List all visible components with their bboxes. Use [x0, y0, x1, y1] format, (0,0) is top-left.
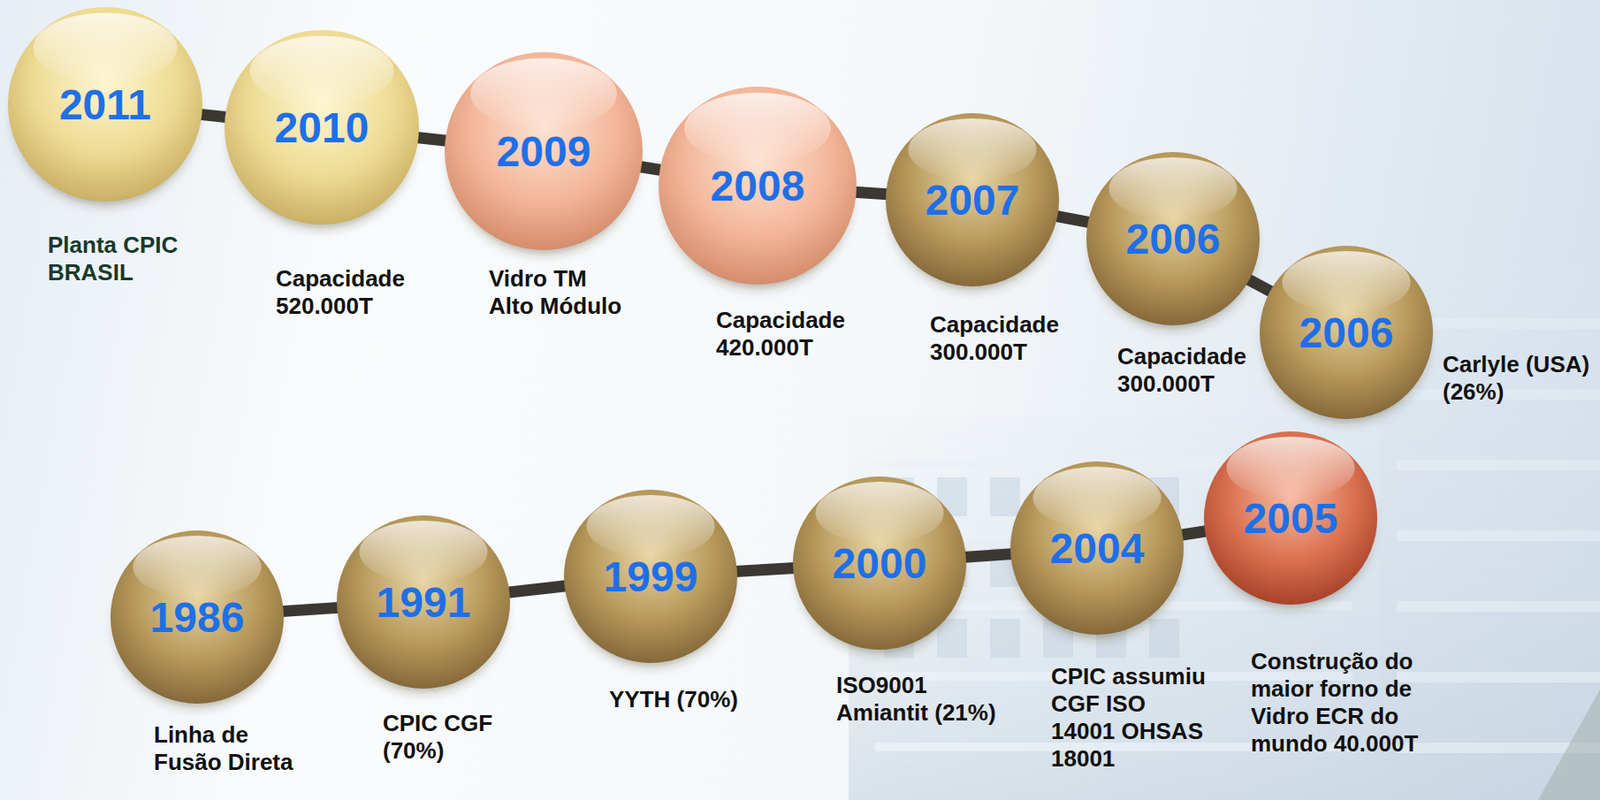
year-label: 2009 — [444, 52, 643, 251]
timeline-connector — [1247, 279, 1272, 293]
timeline-circle: 2007Capacidade 300.000T — [885, 113, 1060, 287]
timeline-connector — [640, 167, 663, 171]
year-text: 2009 — [496, 127, 592, 176]
year-text: 2010 — [274, 103, 370, 153]
year-label: 2000 — [792, 476, 967, 650]
year-text: 2000 — [832, 539, 928, 588]
event-caption: Carlyle (USA) (26%) — [1442, 350, 1595, 406]
year-label: 2006 — [1086, 152, 1260, 326]
event-caption: CPIC CGF (70%) — [382, 709, 507, 765]
year-label: 2011 — [7, 7, 203, 202]
event-caption: Capacidade 300.000T — [929, 311, 1076, 366]
event-caption: Construção do maior forno de Vidro ECR d… — [1250, 647, 1421, 758]
year-label: 2010 — [224, 30, 420, 225]
timeline-circle: 2006Carlyle (USA) (26%) — [1259, 245, 1433, 420]
event-caption: Capacidade 300.000T — [1117, 342, 1259, 398]
event-caption: Capacidade 520.000T — [275, 265, 418, 320]
event-caption: YYTH (70%) — [609, 685, 786, 714]
event-caption: Planta CPIC BRASIL — [47, 231, 203, 287]
year-text: 1999 — [603, 552, 699, 602]
year-label: 1999 — [563, 489, 738, 663]
timeline-connector — [1055, 215, 1090, 222]
year-text: 2006 — [1299, 308, 1395, 358]
timeline-circle: 2005Construção do maior forno de Vidro E… — [1203, 431, 1378, 605]
timeline-connector — [1180, 531, 1207, 536]
timeline-circle: 2009Vidro TM Alto Módulo — [444, 52, 643, 251]
timeline-connector — [964, 554, 1013, 558]
year-text: 2005 — [1243, 494, 1339, 543]
timeline-connector — [735, 568, 795, 572]
year-text: 1991 — [376, 578, 472, 627]
year-label: 1991 — [336, 515, 511, 689]
timeline-connector — [416, 137, 447, 142]
event-caption: ISO9001 Amiantit (21%) — [836, 671, 1005, 727]
event-caption: Capacidade 420.000T — [716, 306, 862, 362]
year-text: 2004 — [1050, 524, 1145, 573]
timeline-circle: 1986Linha de Fusão Direta — [110, 530, 284, 704]
year-label: 2005 — [1203, 431, 1378, 605]
timeline-connector — [199, 114, 227, 117]
year-text: 2008 — [710, 161, 806, 211]
timeline-connector — [507, 586, 566, 593]
event-caption: Vidro TM Alto Módulo — [488, 265, 631, 320]
year-label: 2006 — [1259, 245, 1433, 420]
timeline-connector — [854, 191, 888, 194]
year-text: 2006 — [1126, 214, 1221, 264]
timeline-circle: 2000ISO9001 Amiantit (21%) — [792, 476, 967, 650]
year-text: 1986 — [150, 593, 245, 642]
timeline-connector — [281, 607, 339, 611]
timeline-circle: 1999YYTH (70%) — [563, 489, 738, 663]
timeline-circle: 2006Capacidade 300.000T — [1086, 152, 1260, 326]
event-caption: CPIC assumiu CGF ISO 14001 OHSAS 18001 — [1051, 662, 1211, 773]
timeline-circle: 2010Capacidade 520.000T — [224, 30, 420, 225]
year-label: 2004 — [1010, 461, 1184, 635]
timeline-circle: 2008Capacidade 420.000T — [658, 86, 857, 285]
timeline-circle: 1991CPIC CGF (70%) — [336, 515, 511, 689]
year-label: 1986 — [110, 530, 284, 704]
year-label: 2008 — [658, 86, 857, 285]
timeline-circle: 2011Planta CPIC BRASIL — [7, 7, 203, 202]
event-caption: Linha de Fusão Direta — [153, 721, 305, 777]
year-text: 2011 — [59, 80, 152, 130]
timeline-circle: 2004CPIC assumiu CGF ISO 14001 OHSAS 180… — [1010, 461, 1184, 635]
year-text: 2007 — [925, 175, 1021, 225]
year-label: 2007 — [885, 113, 1060, 287]
